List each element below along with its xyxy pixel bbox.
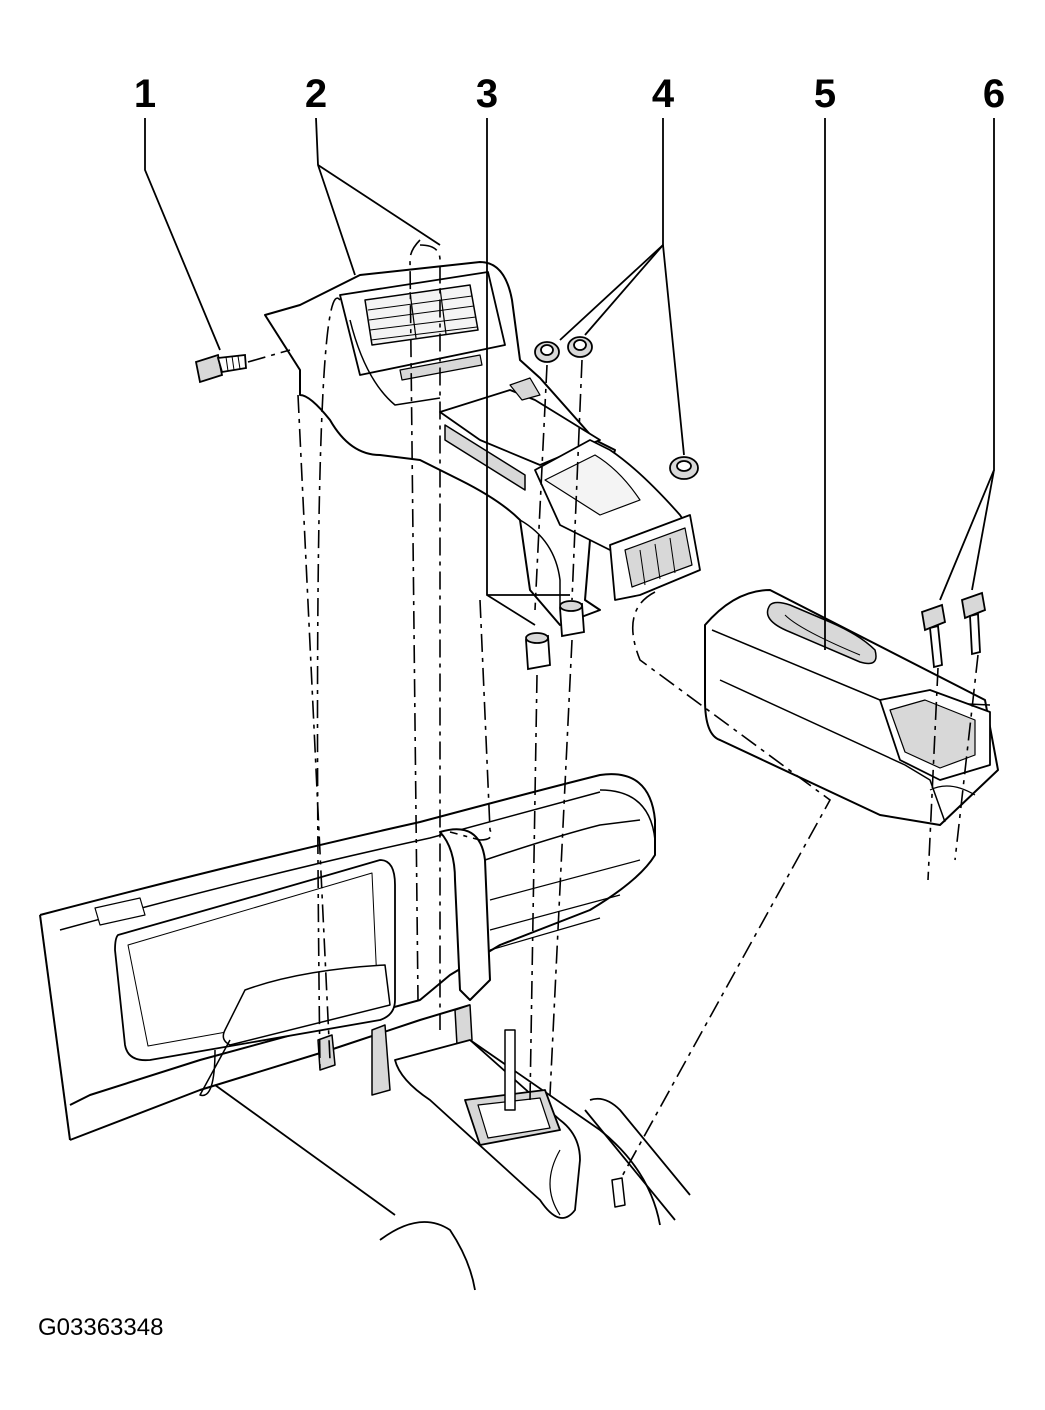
assembly-dash-lines bbox=[247, 239, 979, 1181]
callout-6: 6 bbox=[982, 72, 1006, 116]
callout-1: 1 bbox=[133, 72, 157, 116]
callout-4: 4 bbox=[651, 72, 675, 116]
screw-1 bbox=[194, 353, 247, 384]
leader-lines bbox=[144, 117, 995, 1216]
rear-console-cover-5 bbox=[704, 589, 999, 826]
spacer-sleeves-3 bbox=[525, 600, 585, 671]
figure-id: G03363348 bbox=[38, 1314, 164, 1341]
callout-5: 5 bbox=[813, 72, 837, 116]
callout-3: 3 bbox=[475, 72, 499, 116]
clip-nuts-4 bbox=[534, 336, 699, 480]
dashboard bbox=[39, 773, 691, 1291]
bolts-6 bbox=[920, 591, 987, 669]
callout-2: 2 bbox=[304, 72, 328, 116]
center-console bbox=[264, 261, 701, 626]
